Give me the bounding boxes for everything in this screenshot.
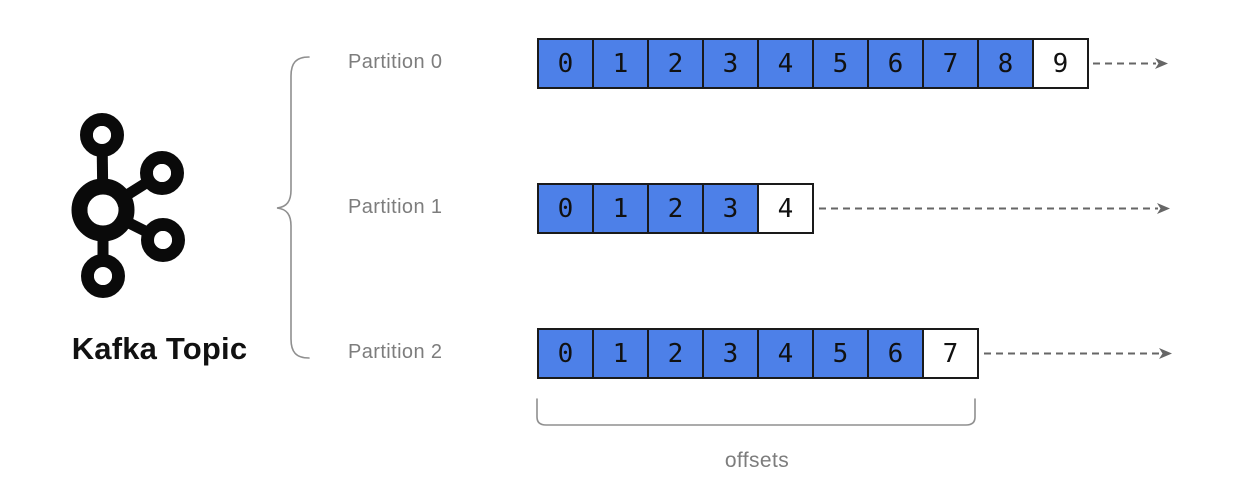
offset-cell: 7 — [922, 40, 977, 87]
offsets-label: offsets — [724, 449, 790, 472]
partition-0-arrow — [1093, 58, 1168, 69]
kafka-topic-title: Kafka Topic — [71, 331, 248, 366]
offset-cell: 5 — [812, 330, 867, 377]
offset-cell: 0 — [539, 40, 592, 87]
partition-2-row: 0 1 2 3 4 5 6 7 — [537, 328, 979, 379]
offset-cell: 2 — [647, 330, 702, 377]
partition-1-label: Partition 1 — [348, 196, 443, 218]
offset-cell: 4 — [757, 40, 812, 87]
offset-cell-next: 7 — [922, 330, 977, 377]
offset-cell: 3 — [702, 40, 757, 87]
partition-1-arrow — [819, 203, 1170, 214]
offset-cell: 1 — [592, 330, 647, 377]
offset-cell: 3 — [702, 185, 757, 232]
offset-cell: 2 — [647, 40, 702, 87]
offset-cell-next: 9 — [1032, 40, 1087, 87]
offset-cell: 6 — [867, 40, 922, 87]
offset-cell: 6 — [867, 330, 922, 377]
partition-2-arrow — [984, 348, 1172, 359]
offset-cell: 0 — [539, 330, 592, 377]
partition-0-label: Partition 0 — [348, 51, 443, 73]
partition-0-row: 0 1 2 3 4 5 6 7 8 9 — [537, 38, 1089, 89]
offsets-bracket — [536, 398, 976, 426]
offset-cell: 0 — [539, 185, 592, 232]
offset-cell: 1 — [592, 185, 647, 232]
kafka-logo-icon — [68, 106, 192, 304]
partition-2-label: Partition 2 — [348, 341, 443, 363]
offset-cell: 8 — [977, 40, 1032, 87]
curly-brace — [276, 56, 310, 359]
offset-cell: 3 — [702, 330, 757, 377]
offset-cell: 2 — [647, 185, 702, 232]
offset-cell: 4 — [757, 330, 812, 377]
offset-cell: 1 — [592, 40, 647, 87]
offset-cell-next: 4 — [757, 185, 812, 232]
partition-1-row: 0 1 2 3 4 — [537, 183, 814, 234]
offset-cell: 5 — [812, 40, 867, 87]
